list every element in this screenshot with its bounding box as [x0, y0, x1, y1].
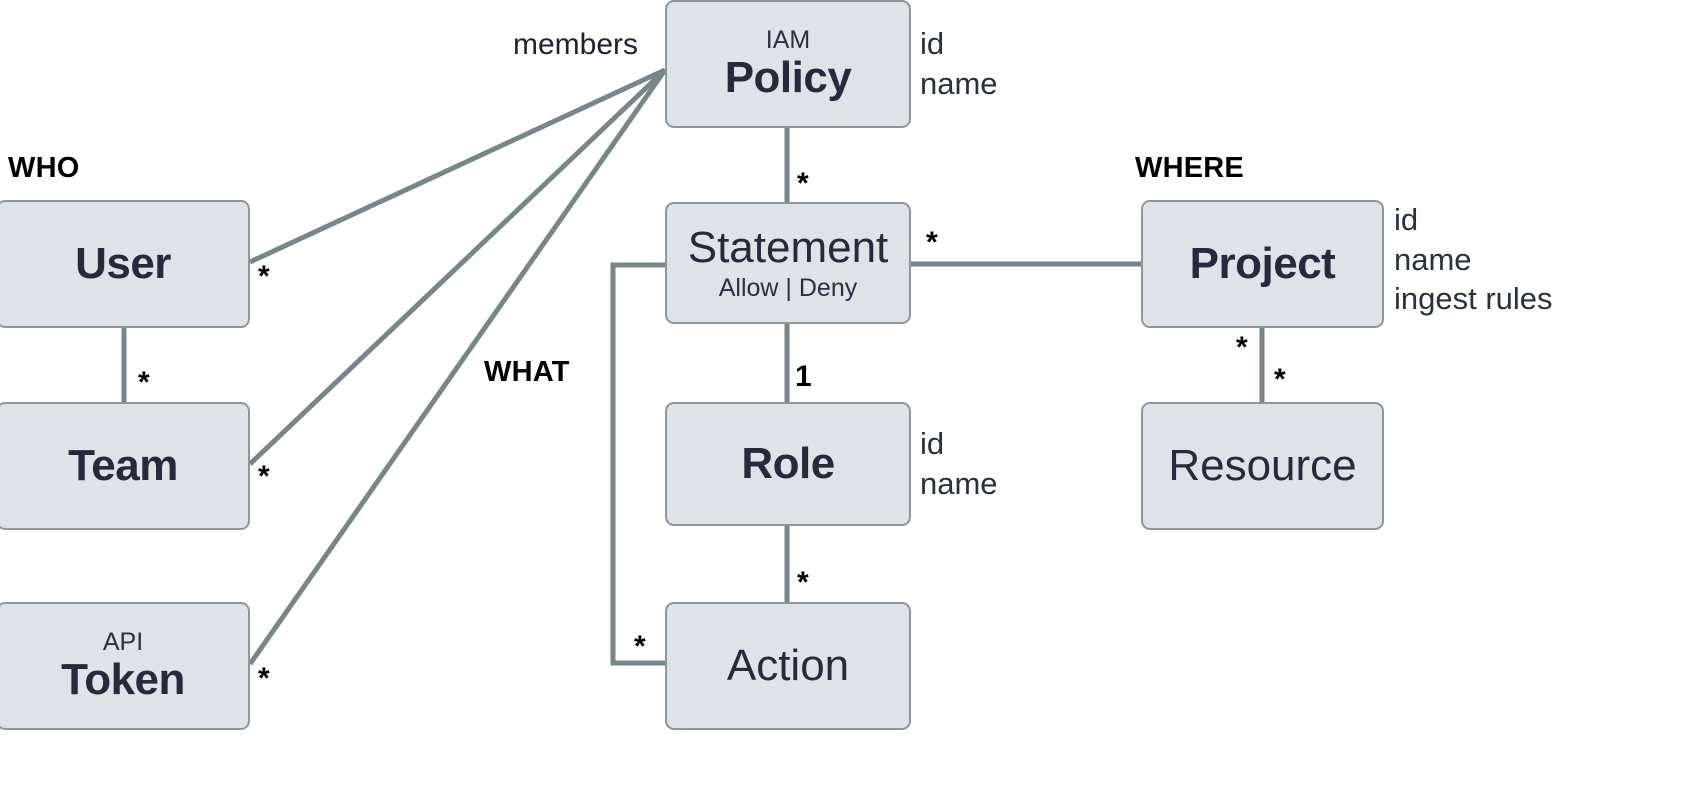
zone-label-where: WHERE — [1135, 152, 1244, 184]
node-resource[interactable]: Resource — [1141, 402, 1384, 530]
node-project[interactable]: Project — [1141, 200, 1384, 328]
node-resource-title: Resource — [1168, 440, 1357, 490]
node-role[interactable]: Role — [665, 402, 911, 526]
node-project-title: Project — [1189, 238, 1336, 288]
cardinality-user-policy: * — [258, 260, 270, 293]
node-project-attributes: id name ingest rules — [1394, 200, 1553, 319]
attribute-row: name — [920, 465, 998, 501]
edge-user-to-policy — [248, 67, 667, 265]
attribute-row: name — [1394, 241, 1472, 277]
attribute-row: id — [1394, 202, 1419, 237]
node-statement-title: Statement — [687, 222, 889, 272]
attribute-row: id — [920, 26, 945, 61]
cardinality-policy-statement: * — [797, 167, 809, 200]
zone-label-what: WHAT — [484, 356, 570, 388]
cardinality-token-policy: * — [258, 662, 270, 695]
edge-statement-to-action — [610, 262, 665, 666]
node-statement-footnote: Allow | Deny — [718, 273, 858, 302]
zone-label-who: WHO — [8, 152, 80, 184]
cardinality-project-resource-b: * — [1274, 363, 1286, 396]
node-team[interactable]: Team — [0, 402, 250, 530]
node-action-title: Action — [726, 640, 850, 690]
cardinality-team-policy: * — [258, 460, 270, 493]
node-action[interactable]: Action — [665, 602, 911, 730]
node-apitoken-subtitle: API — [102, 627, 144, 656]
attribute-row: ingest rules — [1394, 281, 1553, 317]
attribute-row: name — [920, 65, 998, 101]
edge-team-to-policy — [248, 68, 667, 466]
node-role-title: Role — [741, 438, 835, 488]
cardinality-statement-action: * — [634, 630, 646, 663]
cardinality-project-resource-a: * — [1236, 331, 1248, 364]
cardinality-user-team: * — [138, 366, 150, 399]
node-apitoken-title: Token — [61, 655, 185, 705]
node-user[interactable]: User — [0, 200, 250, 328]
node-team-title: Team — [68, 440, 178, 490]
edge-token-to-policy — [247, 68, 668, 666]
node-policy-attributes: id name — [920, 24, 998, 103]
cardinality-statement-role: 1 — [795, 360, 812, 393]
edge-label-members: members — [513, 28, 639, 61]
node-user-title: User — [75, 238, 171, 288]
attribute-row: id — [920, 426, 945, 461]
cardinality-statement-project: * — [926, 226, 938, 259]
node-policy-title: Policy — [724, 53, 852, 103]
node-role-attributes: id name — [920, 424, 998, 503]
node-policy-subtitle: IAM — [765, 25, 811, 54]
cardinality-role-action: * — [797, 566, 809, 599]
